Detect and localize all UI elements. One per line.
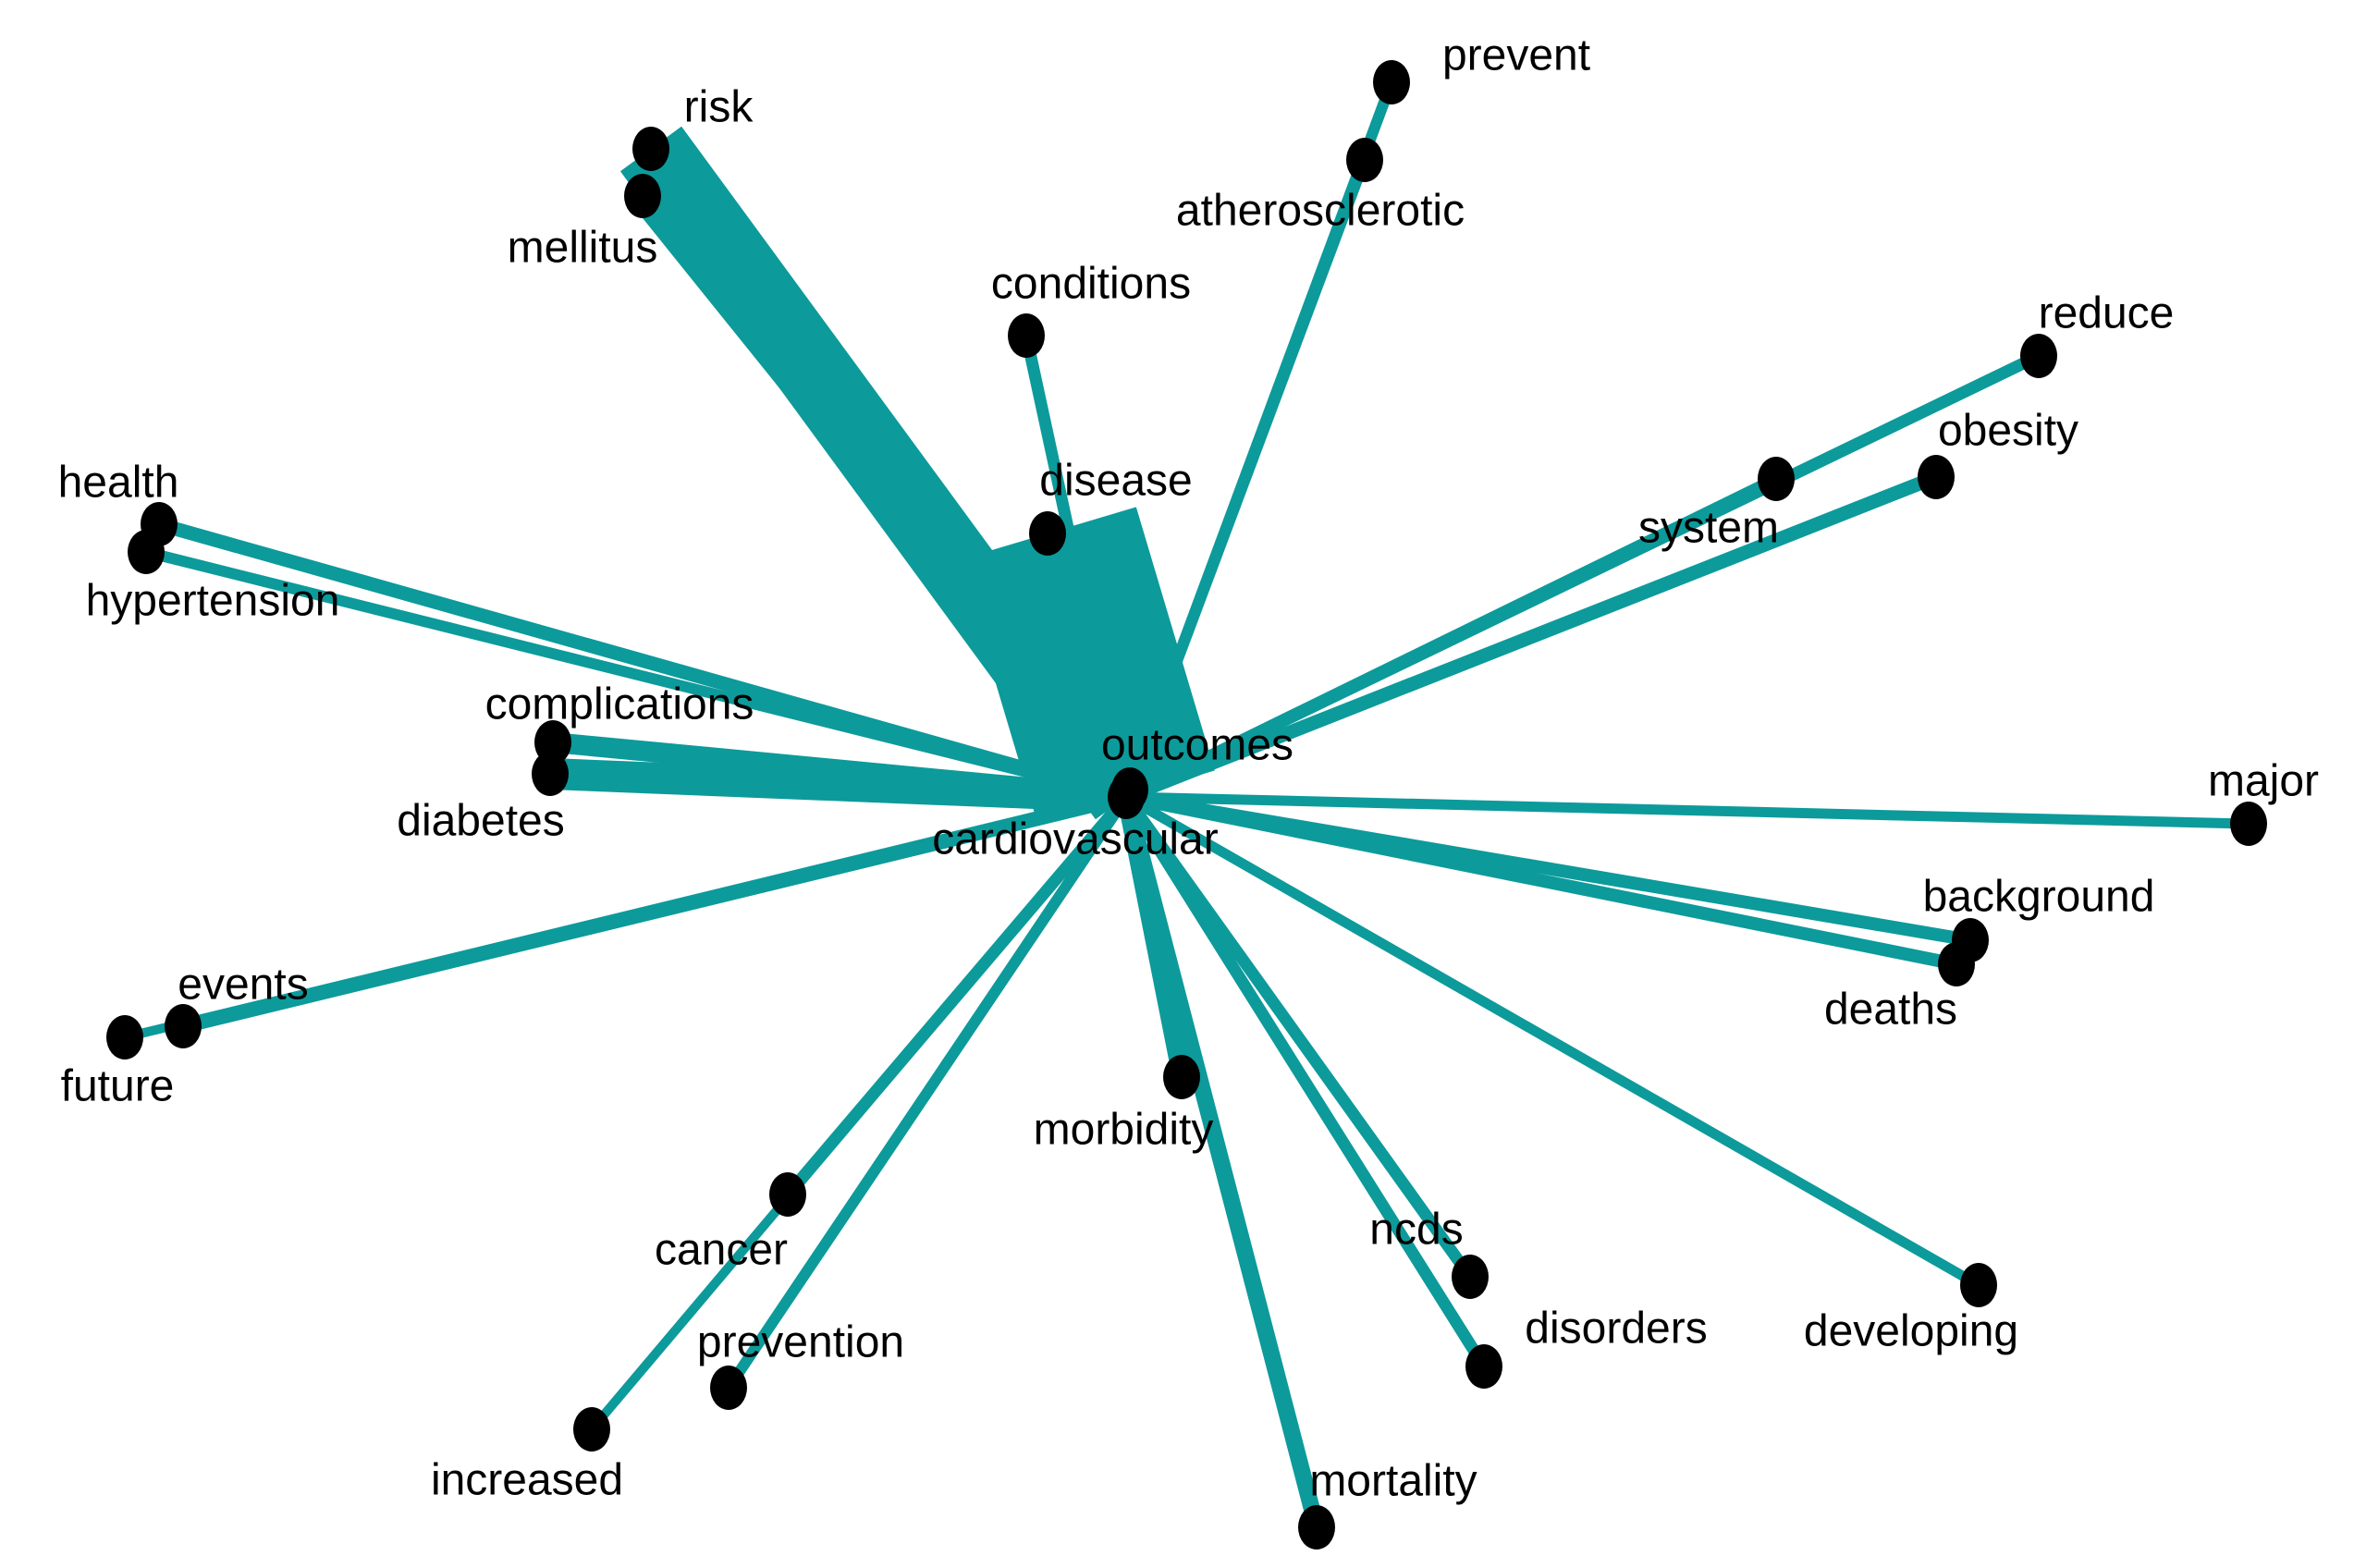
- label-morbidity: morbidity: [1034, 1106, 1214, 1155]
- label-prevention: prevention: [697, 1318, 904, 1367]
- node-reduce: [2020, 334, 2057, 378]
- node-risk: [632, 127, 669, 171]
- label-system: system: [1638, 504, 1779, 553]
- node-hypertension: [128, 530, 165, 574]
- edge-layer: [123, 80, 2250, 1530]
- label-conditions: conditions: [991, 260, 1191, 309]
- node-mellitus: [624, 174, 661, 218]
- label-events: events: [178, 961, 308, 1010]
- label-cancer: cancer: [655, 1226, 788, 1275]
- node-mortality: [1298, 1505, 1335, 1550]
- label-disorders: disorders: [1525, 1305, 1707, 1354]
- label-increased: increased: [431, 1456, 623, 1505]
- edge-cardiovascular-prevention: [724, 793, 1131, 1391]
- node-future: [106, 1015, 143, 1060]
- label-developing: developing: [1804, 1307, 2018, 1356]
- label-ncds: ncds: [1369, 1206, 1463, 1255]
- label-reduce: reduce: [2039, 289, 2175, 338]
- label-atherosclerotic: atherosclerotic: [1176, 187, 1465, 236]
- node-prevention: [710, 1366, 747, 1410]
- edge-cardiovascular-health: [156, 517, 1129, 804]
- node-deaths: [1938, 942, 1975, 986]
- label-major: major: [2208, 757, 2319, 806]
- label-mortality: mortality: [1309, 1457, 1477, 1506]
- label-layer: cardiovascular outcomes disease risk mellitu…: [58, 31, 2319, 1506]
- label-diabetes: diabetes: [397, 797, 564, 846]
- node-developing: [1960, 1263, 1997, 1307]
- node-conditions: [1008, 313, 1045, 358]
- label-obesity: obesity: [1938, 407, 2078, 456]
- label-health: health: [58, 459, 179, 508]
- node-ncds: [1452, 1255, 1489, 1299]
- node-events: [165, 1004, 202, 1048]
- node-disorders: [1465, 1344, 1502, 1389]
- node-morbidity: [1163, 1055, 1200, 1099]
- edge-cardiovascular-deaths: [1124, 790, 1958, 971]
- node-major: [2230, 802, 2267, 846]
- edge-cardiovascular-developing: [1123, 792, 1981, 1290]
- edge-cardiovascular-morbidity: [1117, 795, 1191, 1079]
- edge-cardiovascular-major: [1125, 791, 2250, 829]
- label-background: background: [1923, 873, 2155, 922]
- edge-cardiovascular-events: [181, 790, 1128, 1034]
- label-hypertension: hypertension: [86, 577, 340, 626]
- node-atherosclerotic: [1346, 138, 1383, 182]
- label-prevent: prevent: [1442, 31, 1590, 80]
- label-cardiovascular: cardiovascular: [932, 815, 1218, 864]
- node-prevent: [1373, 60, 1410, 104]
- node-diabetes: [532, 752, 569, 796]
- label-mellitus: mellitus: [508, 224, 658, 273]
- node-obesity: [1918, 455, 1955, 499]
- label-outcomes: outcomes: [1101, 721, 1293, 770]
- node-cancer: [769, 1172, 806, 1217]
- label-risk: risk: [684, 83, 754, 132]
- edge-cardiovascular-obesity: [1123, 471, 1939, 803]
- edge-cardiovascular-reduce: [1123, 350, 2041, 802]
- edge-cardiovascular-cancer: [783, 792, 1131, 1199]
- node-outcomes: [1111, 767, 1148, 812]
- node-disease: [1029, 511, 1066, 556]
- node-layer: [106, 60, 2267, 1550]
- edge-cardiovascular-disease: [959, 507, 1215, 824]
- label-deaths: deaths: [1824, 986, 1957, 1035]
- edge-cardiovascular-disorders: [1121, 793, 1490, 1370]
- label-disease: disease: [1039, 457, 1192, 506]
- label-future: future: [61, 1062, 175, 1111]
- node-system: [1758, 457, 1795, 501]
- node-increased: [573, 1407, 610, 1452]
- label-complications: complications: [485, 680, 754, 729]
